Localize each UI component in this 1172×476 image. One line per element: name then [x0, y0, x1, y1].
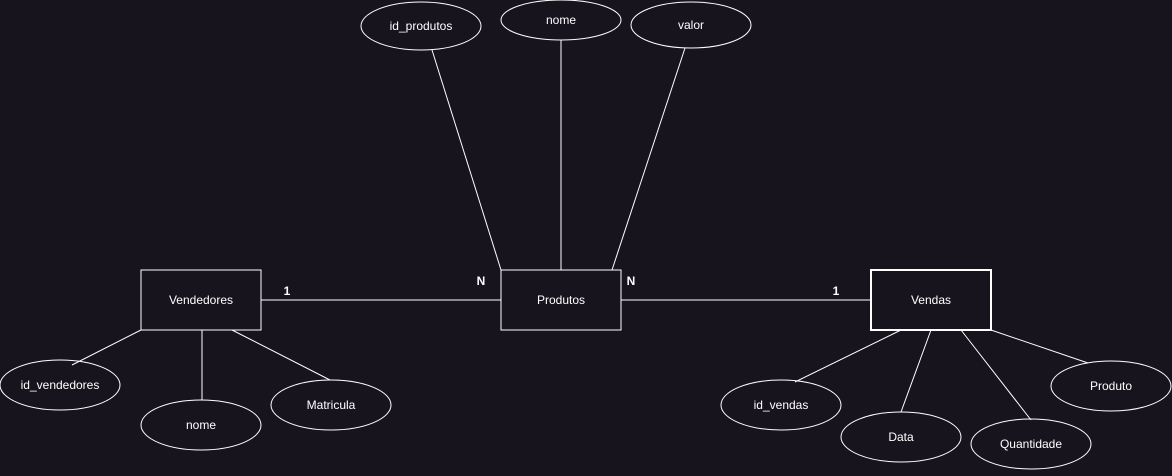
attribute-quantidade[interactable]: Quantidade	[970, 418, 1092, 470]
attribute-id-produtos-label: id_produtos	[390, 19, 453, 33]
attribute-id-vendedores-label: id_vendedores	[21, 378, 100, 392]
edge-vendedores-id-vendedores	[71, 329, 142, 366]
edges	[71, 40, 1089, 421]
attribute-id-vendas[interactable]: id_vendas	[720, 379, 842, 431]
edge-vendas-produto	[990, 329, 1089, 364]
attribute-produto-label: Produto	[1090, 379, 1132, 393]
attribute-nome-produto[interactable]: nome	[500, 0, 622, 41]
entity-vendedores[interactable]: Vendedores	[140, 269, 262, 331]
attribute-data-label: Data	[888, 430, 914, 444]
attribute-nome-vendedor-label: nome	[186, 418, 216, 432]
attribute-id-vendas-label: id_vendas	[754, 398, 809, 412]
entity-produtos[interactable]: Produtos	[500, 269, 622, 331]
attribute-nome-produto-label: nome	[546, 13, 576, 27]
attribute-id-produtos[interactable]: id_produtos	[360, 1, 482, 51]
attribute-valor-label: valor	[678, 18, 704, 32]
attribute-matricula[interactable]: Matricula	[270, 379, 392, 431]
attribute-data[interactable]: Data	[840, 411, 962, 463]
entity-vendas-label: Vendas	[911, 293, 951, 307]
attribute-valor[interactable]: valor	[630, 1, 752, 49]
cardinality-produtos-right: N	[627, 274, 636, 288]
cardinality-vendedores: 1	[284, 284, 291, 298]
edge-vendas-data	[900, 329, 932, 413]
entity-vendedores-label: Vendedores	[169, 293, 233, 307]
cardinality-produtos-left: N	[477, 274, 486, 288]
edge-vendas-id-vendas	[794, 329, 902, 383]
attribute-id-vendedores[interactable]: id_vendedores	[0, 359, 121, 411]
attribute-quantidade-label: Quantidade	[1000, 437, 1062, 451]
cardinality-vendas: 1	[833, 284, 840, 298]
edge-vendedores-matricula	[231, 329, 331, 381]
entity-vendas[interactable]: Vendas	[870, 269, 992, 331]
edge-id-produtos-produtos	[431, 49, 502, 271]
attribute-produto[interactable]: Produto	[1050, 360, 1172, 412]
edge-vendas-quantidade	[960, 329, 1032, 421]
entity-produtos-label: Produtos	[537, 293, 585, 307]
attribute-matricula-label: Matricula	[307, 398, 356, 412]
edge-valor-produtos	[611, 47, 686, 271]
attribute-nome-vendedor[interactable]: nome	[140, 399, 262, 451]
